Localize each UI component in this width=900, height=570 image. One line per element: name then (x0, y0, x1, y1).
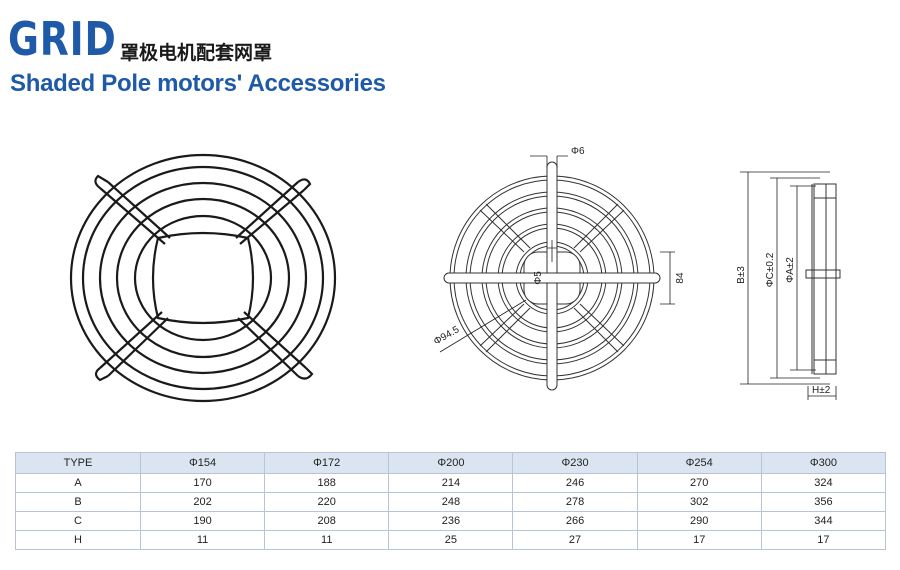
table-header-row: TYPE Φ154 Φ172 Φ200 Φ230 Φ254 Φ300 (15, 452, 887, 474)
side-view-dimensions (740, 171, 837, 400)
dim-c: ΦC±0.2 (765, 252, 776, 287)
dim-a: ΦA±2 (785, 257, 796, 283)
table-cell: 11 (139, 530, 266, 550)
dim-phi5: Φ5 (533, 271, 544, 285)
brand-logo: GRID (8, 12, 117, 66)
table-cell: 278 (512, 492, 638, 512)
table-cell: 202 (139, 492, 266, 512)
table-cell: 270 (636, 473, 762, 493)
table-cell: 246 (512, 473, 638, 493)
table-row: B 202 220 248 278 302 356 (15, 492, 887, 512)
table-cell: A (15, 473, 141, 493)
table-row: A 170 188 214 246 270 324 (15, 473, 887, 493)
table-header-cell: Φ300 (760, 452, 887, 474)
table-cell: 208 (264, 511, 390, 531)
grid-perspective-illustration (69, 153, 337, 403)
table-cell: B (15, 492, 141, 512)
table-cell: 290 (636, 511, 762, 531)
table-cell: 17 (760, 530, 887, 550)
table-cell: 170 (139, 473, 266, 493)
table-header-cell: Φ230 (512, 452, 638, 474)
table-cell: H (15, 530, 141, 550)
table-cell: 25 (388, 530, 514, 550)
grid-front-view (443, 161, 661, 391)
table-cell: 27 (512, 530, 638, 550)
grid-side-view (805, 183, 841, 375)
table-cell: 266 (512, 511, 638, 531)
table-cell: 344 (760, 511, 887, 531)
table-header-cell: Φ172 (264, 452, 390, 474)
technical-drawings: Φ6 Φ5 84 Φ94.5 B±3 ΦC±0.2 ΦA±2 H±2 (69, 146, 841, 403)
table-row: C 190 208 236 266 290 344 (15, 511, 887, 531)
dim-84: 84 (675, 272, 686, 284)
table-header-cell: Φ154 (139, 452, 266, 474)
table-cell: 356 (760, 492, 887, 512)
dim-h: H±2 (812, 385, 831, 396)
table-cell: C (15, 511, 141, 531)
table-row: H 11 11 25 27 17 17 (15, 530, 887, 550)
dim-phi6: Φ6 (571, 146, 585, 157)
table-cell: 214 (388, 473, 514, 493)
table-cell: 11 (264, 530, 390, 550)
table-cell: 302 (636, 492, 762, 512)
table-header-cell: TYPE (15, 452, 141, 474)
front-view-dimensions (439, 155, 675, 353)
table-cell: 188 (264, 473, 390, 493)
table-header-cell: Φ200 (388, 452, 514, 474)
dim-b: B±3 (736, 266, 747, 284)
table-cell: 324 (760, 473, 887, 493)
table-cell: 190 (139, 511, 266, 531)
table-header-cell: Φ254 (636, 452, 762, 474)
dim-phi94-5: Φ94.5 (432, 324, 462, 347)
table-cell: 220 (264, 492, 390, 512)
english-title: Shaded Pole motors' Accessories (10, 70, 386, 97)
chinese-title: 罩极电机配套网罩 (120, 42, 273, 64)
spec-table: TYPE Φ154 Φ172 Φ200 Φ230 Φ254 Φ300 A 170… (15, 452, 887, 550)
table-cell: 248 (388, 492, 514, 512)
table-cell: 236 (388, 511, 514, 531)
table-cell: 17 (636, 530, 762, 550)
